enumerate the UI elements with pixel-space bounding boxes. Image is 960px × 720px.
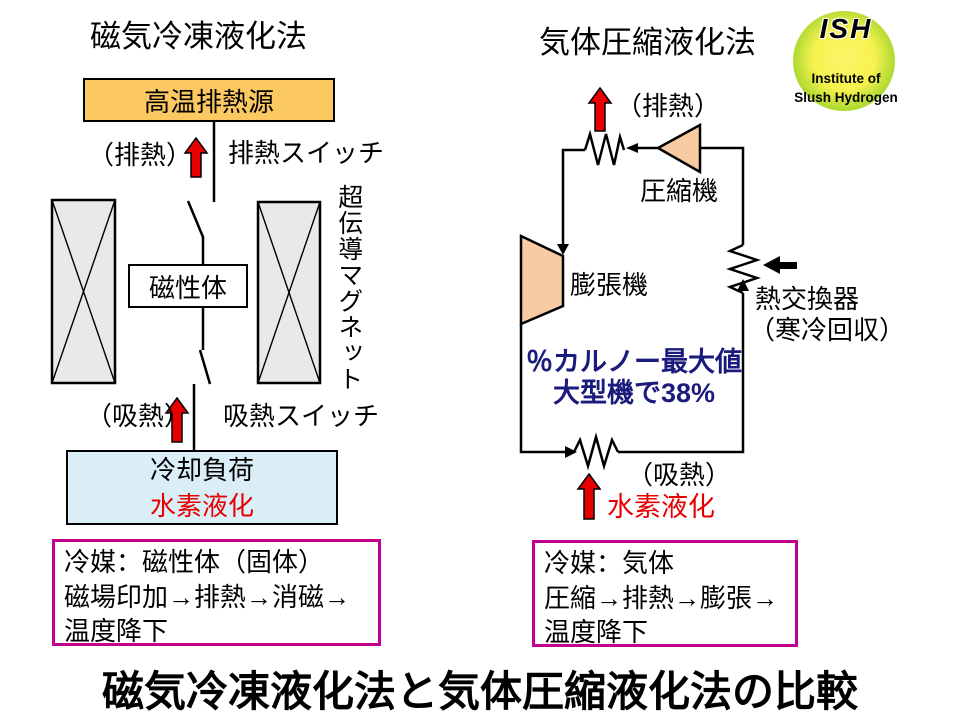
heat-in-label-right: （吸熱） [627, 460, 732, 490]
heat-out-arrow-right-icon [587, 86, 613, 132]
flow-arrowhead-into-expander [557, 244, 569, 255]
cold-recovery-label: （寒冷回収） [749, 315, 906, 345]
compressor-icon [655, 122, 702, 175]
ish-logo: ISH Institute of Slush Hydrogen [783, 5, 909, 117]
cooling-load-label: 冷却負荷 [149, 454, 254, 485]
hydrogen-liquefaction-label-left: 水素液化 [149, 490, 254, 521]
flow-arrowhead-into-top-zigzag [626, 143, 638, 153]
right-circuit [519, 129, 761, 471]
ish-logo-line1: Institute of [811, 71, 881, 86]
cooling-load-box: 冷却負荷 水素液化 [66, 450, 338, 525]
right-method-title: 気体圧縮液化法 [539, 25, 756, 60]
ish-logo-acronym: ISH [819, 13, 873, 44]
heat-exchanger-label: 熱交換器 [755, 284, 860, 314]
left-method-title: 磁気冷凍液化法 [90, 19, 307, 54]
carnot-line2: 大型機で38% [552, 378, 716, 408]
heat-out-switch-blade [186, 200, 205, 238]
superconducting-magnet-right-icon [256, 200, 322, 385]
superconducting-magnet-left-icon [50, 198, 117, 385]
heat-source-box: 高温排熱源 [83, 78, 335, 122]
heat-out-label-left: （排熱） [88, 140, 193, 170]
right-note-line1: 冷媒：気体 [544, 548, 675, 578]
heat-source-label: 高温排熱源 [143, 86, 274, 117]
right-loop-bottomleft [519, 324, 574, 454]
right-refrigerant-note-box: 冷媒：気体 圧縮→排熱→膨張→ 温度降下 [532, 540, 798, 647]
heat-in-switch-blade [198, 349, 212, 385]
heat-in-arrow-left-icon [164, 396, 190, 443]
expander-label: 膨張機 [570, 270, 649, 300]
superconducting-magnet-label: 超伝導マグネット [334, 184, 363, 392]
slide-title: 磁気冷凍液化法と気体圧縮液化法の比較 [101, 668, 858, 715]
left-circuit [186, 120, 216, 452]
hydrogen-liquefaction-label-right: 水素液化 [607, 492, 715, 522]
right-note-line2: 圧縮→排熱→膨張→ [544, 582, 779, 613]
left-note-line1: 冷媒：磁性体（固体） [64, 547, 325, 577]
carnot-line1: ％カルノー最大値 [526, 347, 742, 377]
left-refrigerant-note-box: 冷媒：磁性体（固体） 磁場印加→排熱→消磁→ 温度降下 [52, 539, 381, 646]
flow-arrowhead-into-bottom-zigzag [565, 446, 577, 458]
expander-icon [519, 234, 565, 326]
heat-in-switch-label: 吸熱スイッチ [223, 401, 380, 431]
heat-in-arrow-right-icon [576, 472, 602, 520]
left-note-line2: 磁場印加→排熱→消磁→ [64, 581, 351, 612]
ish-logo-circle-icon [793, 11, 895, 111]
ish-logo-line2: Slush Hydrogen [794, 90, 898, 105]
right-loop-topright [700, 146, 745, 245]
heat-exchanger-zigzag-icon [726, 243, 761, 295]
compressor-label: 圧縮機 [640, 176, 719, 206]
heat-in-label-left: （吸熱） [86, 401, 191, 431]
heat-out-label-right: （排熱） [616, 91, 721, 121]
heat-out-arrow-left-icon [183, 136, 209, 178]
carnot-efficiency-note: ％カルノー最大値 大型機で38% [526, 347, 742, 409]
right-loop-bottomright [618, 293, 745, 454]
magnetic-body-label: 磁性体 [148, 272, 227, 303]
right-note-line3: 温度降下 [544, 617, 649, 647]
left-note-line3: 温度降下 [64, 616, 169, 646]
right-loop-topleft [561, 148, 585, 246]
heat-absorb-zigzag-icon [572, 432, 620, 471]
flow-arrowhead-up-right-side [737, 279, 749, 291]
cold-recovery-arrow-icon [763, 256, 797, 274]
magnetic-body-box: 磁性体 [128, 264, 248, 308]
heat-reject-zigzag-icon [583, 129, 626, 166]
heat-out-switch-label: 排熱スイッチ [228, 138, 385, 168]
